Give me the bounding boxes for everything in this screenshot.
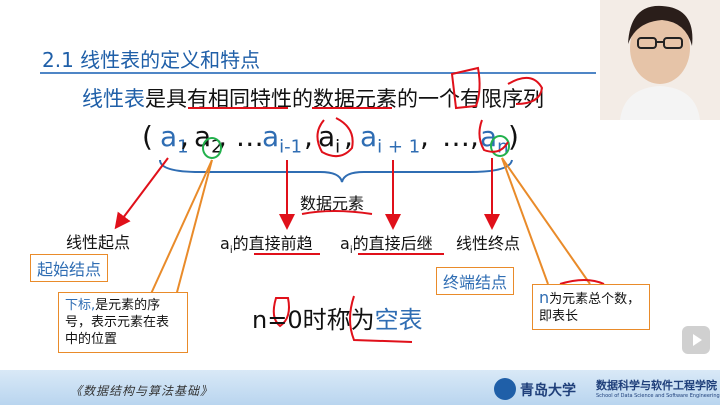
circle-an-subscript — [490, 135, 510, 157]
seq-ai-minus-1: ai-1 — [262, 120, 303, 158]
seq-comma-2: , … — [218, 120, 264, 153]
definition-term: 线性表 — [82, 87, 145, 111]
department-en: School of Data Science and Software Engi… — [596, 393, 720, 399]
mark-an-circle — [478, 119, 509, 153]
brace-label: 数据元素 — [300, 194, 365, 213]
seq-dots: …, — [442, 120, 479, 153]
mark-yuansu-note — [559, 279, 605, 285]
seq-open-paren: ( — [142, 120, 153, 153]
arrow-to-start — [114, 157, 169, 230]
department-cn: 数据科学与软件工程学院 — [596, 379, 717, 392]
mark-zero-circle — [272, 297, 290, 328]
end-node-box: 终端结点 — [436, 267, 515, 295]
pointer-length-note — [501, 157, 549, 285]
end-label: 线性终点 — [456, 234, 521, 253]
presenter-webcam — [600, 0, 720, 120]
presenter-icon — [620, 5, 700, 120]
seq-comma-4: , — [344, 120, 353, 153]
university-logo: 青岛大学 — [494, 378, 584, 402]
predecessor-label: ai的直接前趋 — [220, 234, 313, 257]
start-label: 线性起点 — [66, 233, 131, 252]
pointer-length-note-2 — [501, 157, 591, 285]
empty-list-text: n=0时称为空表 — [252, 306, 423, 334]
slide-footer: 《数据结构与算法基础》 — [0, 370, 720, 405]
seq-comma-3: , — [304, 120, 313, 153]
play-button[interactable] — [682, 326, 710, 354]
underline-yuansu — [301, 210, 373, 215]
pointer-subscript-note-2 — [175, 159, 213, 297]
mark-empty-circle — [349, 295, 413, 343]
element-brace — [159, 159, 513, 183]
circle-a2-subscript — [202, 137, 222, 159]
length-note: n为元素总个数，即表长 — [532, 284, 650, 330]
seq-close-paren: ) — [508, 120, 519, 153]
university-name: 青岛大学 — [520, 383, 576, 399]
university-logo-icon — [494, 378, 516, 400]
slide-title: 2.1 线性表的定义和特点 — [42, 48, 261, 72]
title-divider — [40, 72, 596, 74]
seq-ai: ai — [318, 120, 341, 158]
pointer-subscript-note — [149, 159, 213, 297]
seq-comma-5: , — [420, 120, 429, 153]
course-name: 《数据结构与算法基础》 — [70, 384, 214, 398]
mark-xulie — [507, 77, 544, 105]
mark-ai-circle — [316, 117, 354, 158]
subscript-note: 下标,是元素的序号，表示元素在表中的位置 — [58, 292, 188, 353]
department: 数据科学与软件工程学院 School of Data Science and S… — [596, 377, 720, 399]
seq-comma-1: , — [180, 120, 189, 153]
successor-label: ai的直接后继 — [340, 234, 433, 257]
mark-youxian — [450, 66, 481, 110]
start-node-box: 起始结点 — [30, 254, 109, 282]
play-icon — [693, 334, 702, 346]
seq-a1: a1 — [160, 120, 189, 158]
seq-a2: a2 — [194, 120, 223, 158]
seq-ai-plus-1: ai + 1 — [360, 120, 421, 158]
